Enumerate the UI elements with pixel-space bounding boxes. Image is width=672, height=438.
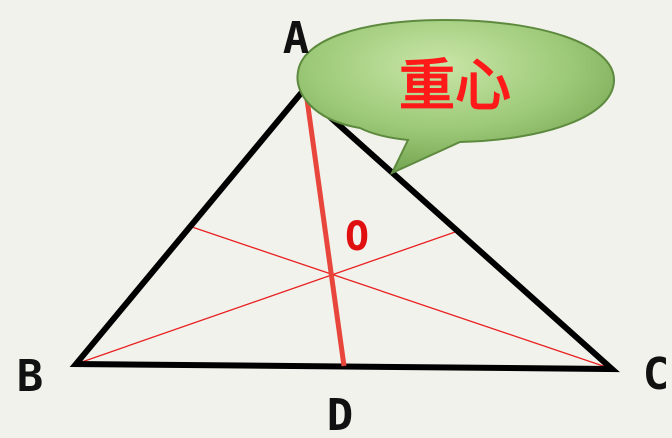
midpoint-label-d: D: [327, 390, 354, 438]
centroid-callout: 重心: [296, 18, 616, 176]
median-ad: [303, 91, 347, 367]
centroid-label-o: O: [345, 214, 369, 260]
callout-text: 重心: [399, 54, 511, 119]
vertex-label-b: B: [17, 351, 44, 402]
median-from-b: [75, 230, 459, 365]
vertex-label-c: C: [643, 349, 670, 400]
callout-bubble: [296, 18, 616, 176]
triangle-abc: [69, 87, 620, 373]
median-from-c: [191, 226, 613, 370]
vertex-label-a: A: [283, 13, 310, 64]
